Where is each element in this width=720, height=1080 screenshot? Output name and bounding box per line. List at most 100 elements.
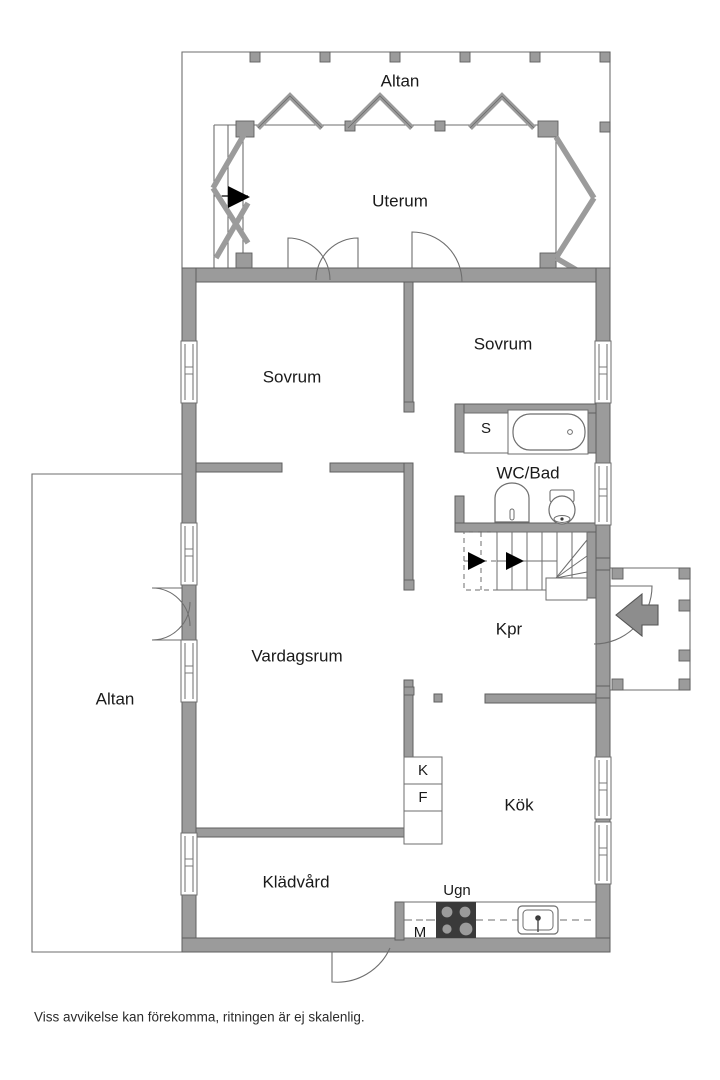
toilet-mark <box>560 517 564 521</box>
arrow-head <box>228 186 250 208</box>
stove-burner <box>458 921 474 937</box>
room-labels: Altan Uterum Sovrum Sovrum WC/Bad Kpr Va… <box>96 71 560 891</box>
bathtub-drain <box>567 429 573 435</box>
deck-post <box>249 51 261 63</box>
interior-wall-kpr-south <box>484 693 597 704</box>
room-label-kpr: Kpr <box>496 619 523 638</box>
window-east-1 <box>594 340 612 404</box>
window-east-2 <box>594 462 612 526</box>
pergola-side-left <box>213 201 251 260</box>
deck-post <box>529 51 541 63</box>
bathroom-fixtures <box>463 409 589 525</box>
stove-burner <box>441 923 453 935</box>
window-west-4 <box>180 832 198 896</box>
pergola-zigzags <box>210 92 597 275</box>
porch-wall-nub <box>595 685 611 699</box>
pergola-zigzag-outline <box>257 95 535 129</box>
door-uterum-single <box>411 231 463 283</box>
deck-post <box>389 51 401 63</box>
porch-post <box>678 599 691 612</box>
uterum-corner-post <box>539 252 557 269</box>
deck-post <box>459 51 471 63</box>
entry-direction-arrow <box>615 592 659 638</box>
wall-stair-east <box>586 531 597 599</box>
porch-post <box>611 678 624 691</box>
stair-direction-arrow <box>506 552 524 570</box>
disclaimer-text: Viss avvikelse kan förekomma, ritningen … <box>34 1010 365 1025</box>
room-label-sovrum-right: Sovrum <box>474 334 533 353</box>
deck-outlines <box>31 51 691 953</box>
exterior-wall-north <box>181 267 611 283</box>
fridge-unit <box>403 756 443 785</box>
arrow-glyph <box>615 592 659 638</box>
pergola-outline <box>347 95 413 129</box>
stove-burner <box>440 905 454 919</box>
porch-posts <box>611 567 691 691</box>
pergola-peak <box>468 92 536 130</box>
interior-wall-sovrum-south-b <box>329 462 414 473</box>
room-label-sovrum-left: Sovrum <box>263 367 322 386</box>
oven-label: Ugn <box>443 882 471 899</box>
wall-wc-west-upper <box>454 403 465 453</box>
shower-label: S <box>481 420 491 437</box>
wall-end-cap <box>403 401 415 413</box>
interior-wall-vardagsrum-east-a <box>403 462 414 591</box>
pergola-peak <box>256 92 324 130</box>
walls <box>181 267 611 953</box>
freezer-label: F <box>418 789 427 806</box>
porch-post <box>678 567 691 580</box>
stair-landing <box>545 577 588 601</box>
stair-winder <box>555 539 588 579</box>
wall-end-cap <box>403 579 415 591</box>
interior-wall-kladvard-north <box>195 827 414 838</box>
washbasin-fixture <box>494 482 530 523</box>
room-label-wc-bad: WC/Bad <box>496 463 559 482</box>
uterum-corner-post <box>235 252 253 269</box>
wall-wc-south <box>454 522 597 533</box>
door-uterum-double-right <box>315 237 359 281</box>
deck-post <box>319 51 331 63</box>
window-east-4 <box>594 821 612 885</box>
pergola-side-left <box>210 131 248 190</box>
pergola-outline <box>257 95 323 129</box>
room-label-uterum: Uterum <box>372 191 428 210</box>
microwave-label: M <box>414 924 427 941</box>
altan-left-outline <box>31 473 188 953</box>
door-uterum-double-left <box>287 237 331 281</box>
pergola-side-right <box>553 196 597 260</box>
stove-burner <box>458 905 472 919</box>
door-west-exterior-a <box>151 587 191 627</box>
room-label-kladvard: Klädvård <box>262 872 329 891</box>
window-west-1 <box>180 340 198 404</box>
window-east-3 <box>594 756 612 820</box>
deck-post <box>599 121 611 133</box>
kitchen-appliance-column <box>403 756 443 845</box>
deck-post <box>434 120 446 132</box>
deck-posts <box>235 51 611 269</box>
wall-end-caps <box>403 401 415 696</box>
bathtub-fixture <box>512 413 586 451</box>
door-south-exterior <box>331 947 391 983</box>
fridge-label: K <box>418 762 428 779</box>
doors <box>151 231 653 983</box>
deck-post <box>599 51 611 63</box>
freezer-unit <box>403 783 443 812</box>
shower-fixture <box>463 412 509 454</box>
kitchen-counter <box>403 901 597 939</box>
room-label-vardagsrum: Vardagsrum <box>251 646 342 665</box>
appliance-labels: S K F Ugn M <box>414 420 491 941</box>
door-west-exterior-b <box>151 601 191 641</box>
room-label-altan-top: Altan <box>381 71 420 90</box>
interior-wall-sovrum-south-a <box>195 462 283 473</box>
pergola-side-right <box>553 135 597 200</box>
porch-post <box>611 567 624 580</box>
porch-post <box>678 678 691 691</box>
tall-cabinet-unit <box>403 810 443 845</box>
room-label-altan-left: Altan <box>96 689 135 708</box>
interior-wall-bedroom-divider <box>403 281 414 413</box>
window-west-2 <box>180 522 198 586</box>
windows <box>180 340 612 896</box>
porch-wall-nub <box>595 557 611 571</box>
room-label-kok: Kök <box>504 795 534 814</box>
